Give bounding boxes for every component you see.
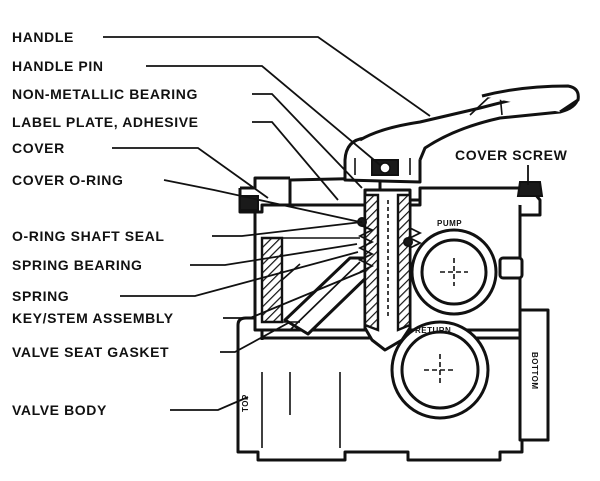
- return-port-mark: RETURN: [415, 326, 451, 335]
- label-o-ring-shaft-seal: O-RING SHAFT SEAL: [12, 228, 165, 244]
- label-key-stem-assembly: KEY/STEM ASSEMBLY: [12, 310, 174, 326]
- label-non-metallic-bearing: NON-METALLIC BEARING: [12, 86, 198, 102]
- callout-lines: [103, 36, 529, 411]
- label-valve-body: VALVE BODY: [12, 402, 107, 418]
- label-label-plate: LABEL PLATE, ADHESIVE: [12, 114, 199, 130]
- label-cover-screw: COVER SCREW: [455, 147, 568, 163]
- label-spring-bearing: SPRING BEARING: [12, 257, 143, 273]
- pump-port-mark: PUMP: [437, 219, 462, 228]
- label-handle-pin: HANDLE PIN: [12, 58, 104, 74]
- bottom-mark: BOTTOM: [530, 352, 539, 390]
- top-mark: TOP: [241, 394, 250, 412]
- label-cover-o-ring: COVER O-RING: [12, 172, 123, 188]
- label-handle: HANDLE: [12, 29, 74, 45]
- label-spring: SPRING: [12, 288, 69, 304]
- label-cover: COVER: [12, 140, 65, 156]
- label-valve-seat-gasket: VALVE SEAT GASKET: [12, 344, 169, 360]
- valve-body-drawing: [236, 84, 580, 462]
